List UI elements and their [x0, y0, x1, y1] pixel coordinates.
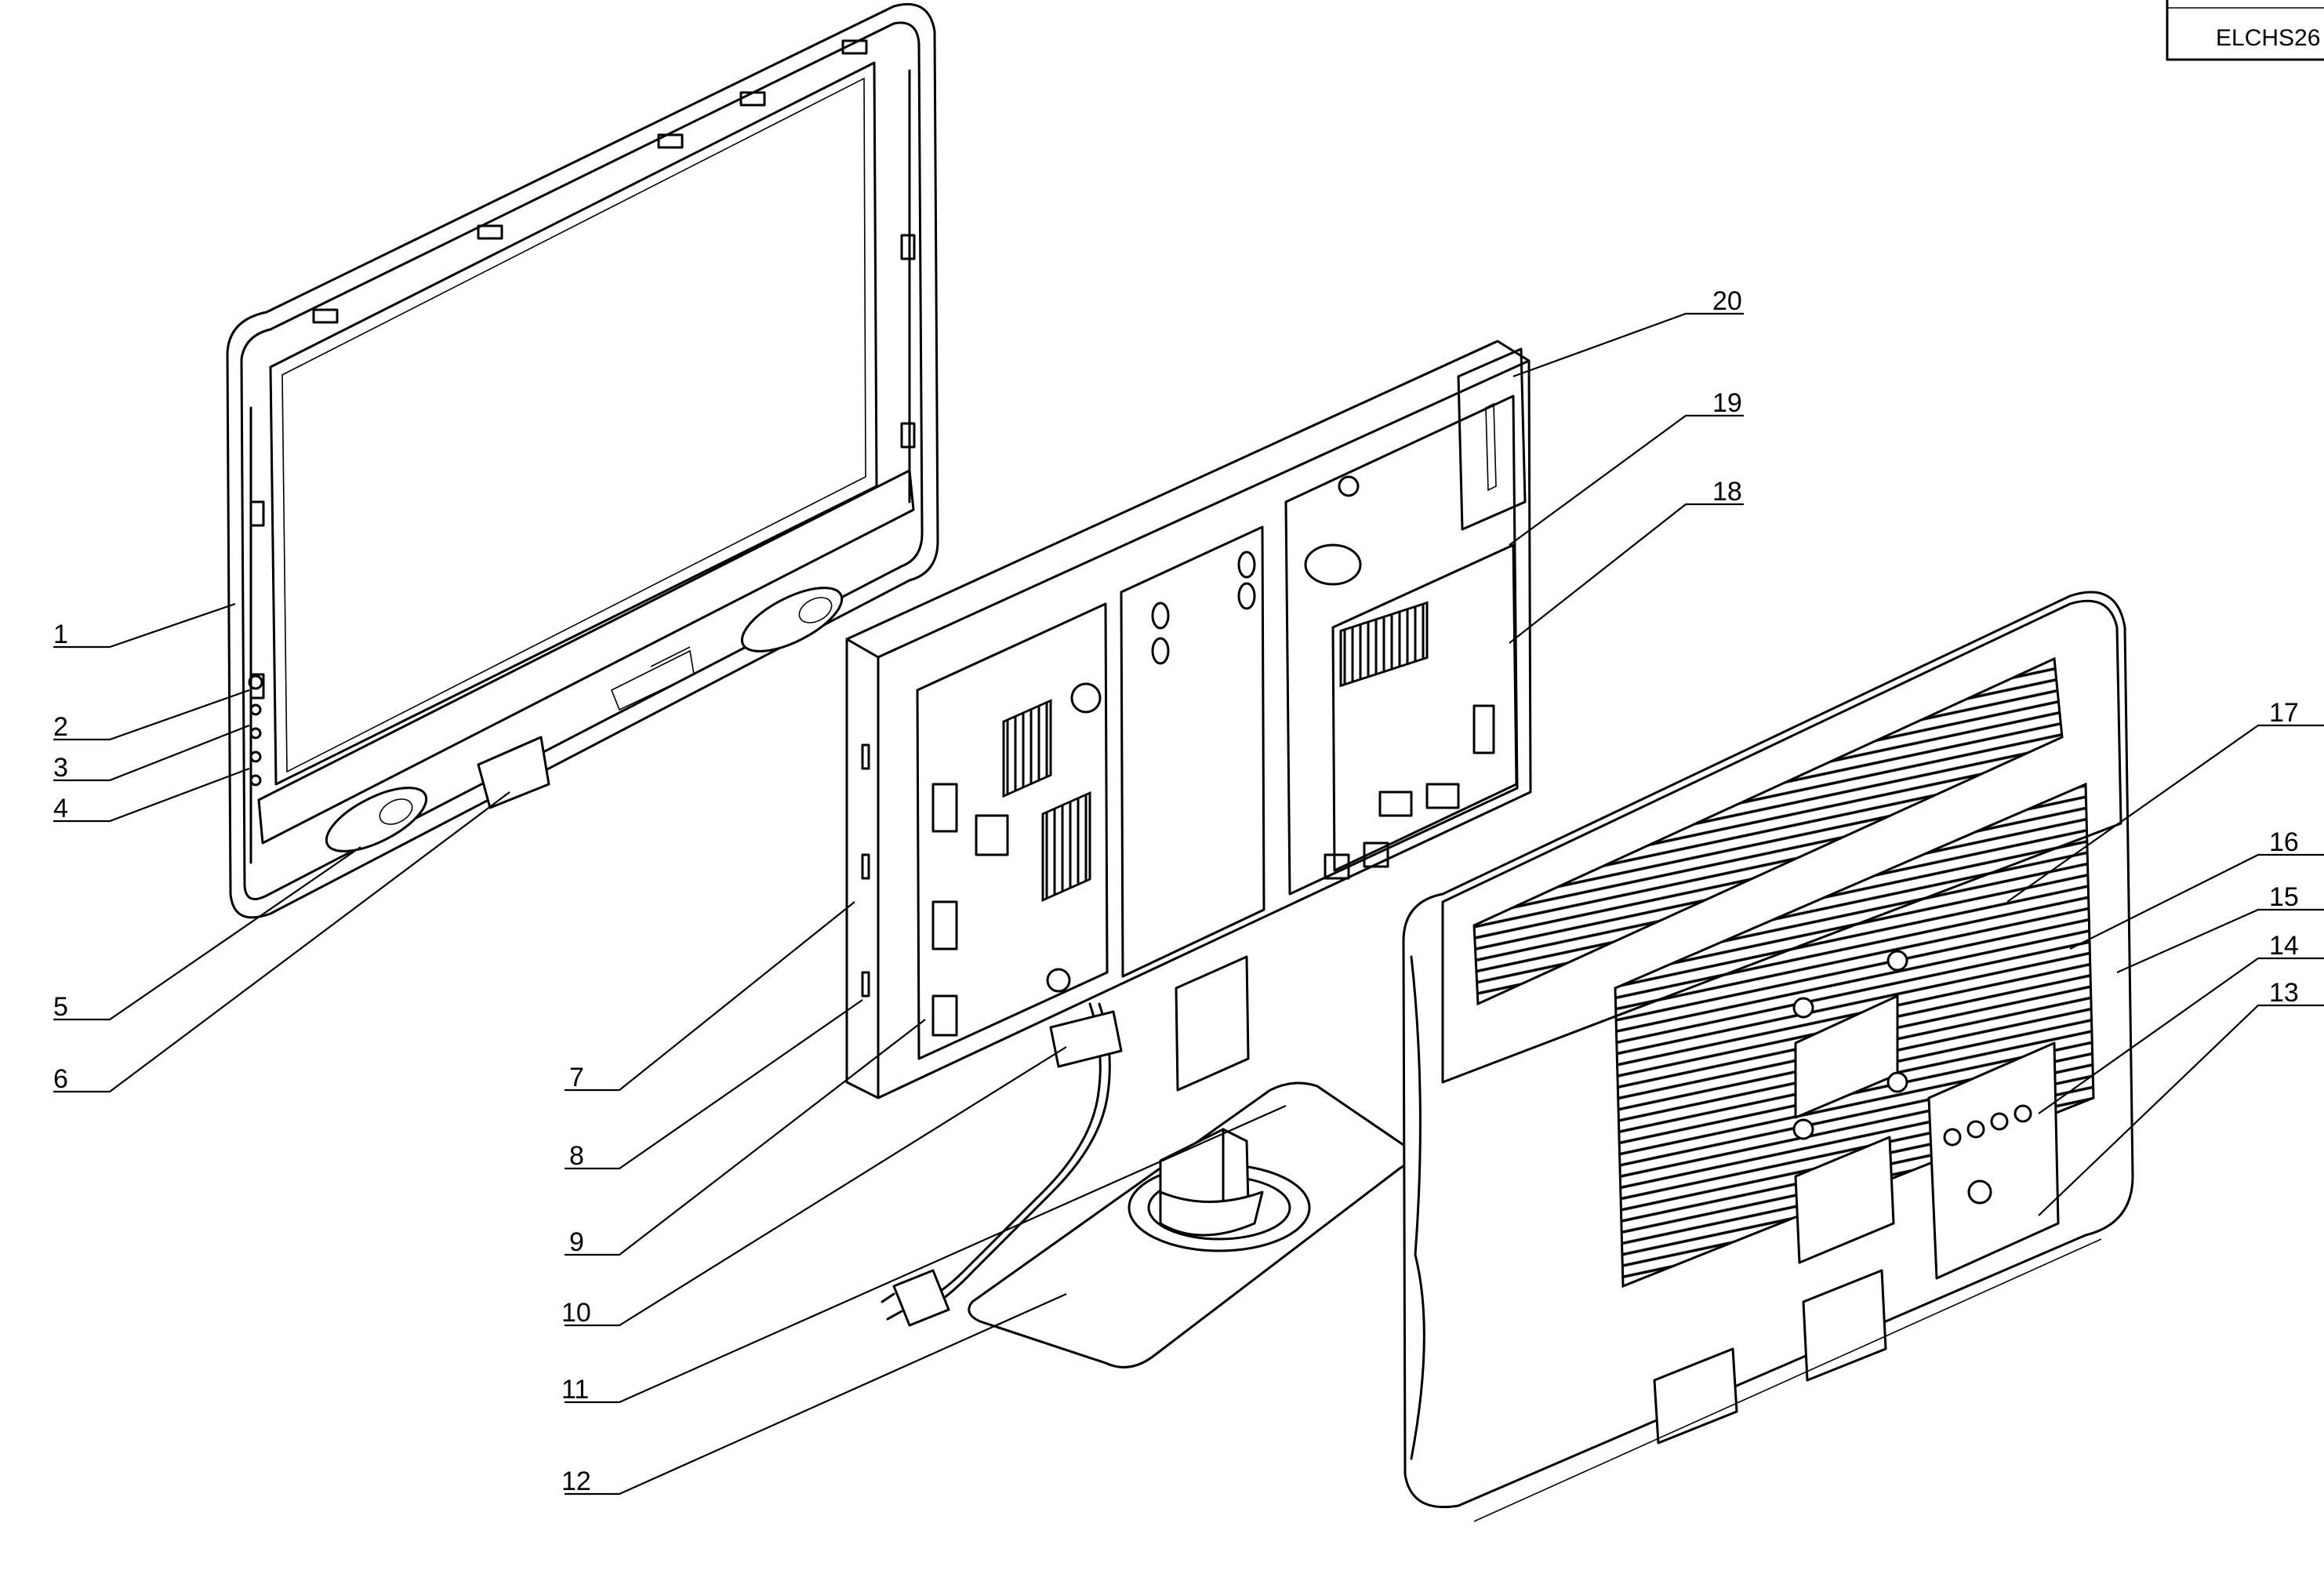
callout-2: 2: [53, 712, 68, 742]
callout-12: 12: [561, 1467, 591, 1496]
callout-15: 15: [2269, 882, 2299, 912]
callout-19: 19: [1712, 388, 1742, 418]
callout-9: 9: [569, 1227, 584, 1257]
main-chassis: [845, 340, 1532, 1099]
callout-labels: 1 2 3 4 5 6 7 8 9 10 11 12 13 14 15 16 1…: [53, 286, 2299, 1496]
callout-5: 5: [53, 992, 68, 1022]
callout-6: 6: [53, 1064, 68, 1094]
model-number-box: ELCHS26: [2166, 0, 2324, 61]
callout-10: 10: [561, 1298, 591, 1328]
callout-3: 3: [53, 753, 68, 783]
callout-14: 14: [2269, 931, 2299, 961]
callout-18: 18: [1712, 477, 1742, 507]
callout-16: 16: [2269, 827, 2299, 857]
callout-8: 8: [569, 1141, 584, 1171]
callout-7: 7: [569, 1063, 584, 1092]
callout-1: 1: [53, 620, 68, 649]
power-cord: [881, 1002, 1123, 1327]
callout-4: 4: [53, 794, 68, 823]
model-number: ELCHS26: [2216, 25, 2320, 51]
callout-11: 11: [561, 1375, 589, 1405]
leader-lines: [53, 312, 2324, 1496]
front-bezel: [226, 2, 939, 919]
callout-20: 20: [1712, 286, 1742, 316]
rear-cover: [1402, 591, 2134, 1522]
stand-base: [968, 1081, 1412, 1368]
callout-17: 17: [2269, 698, 2299, 728]
callout-13: 13: [2269, 978, 2299, 1008]
